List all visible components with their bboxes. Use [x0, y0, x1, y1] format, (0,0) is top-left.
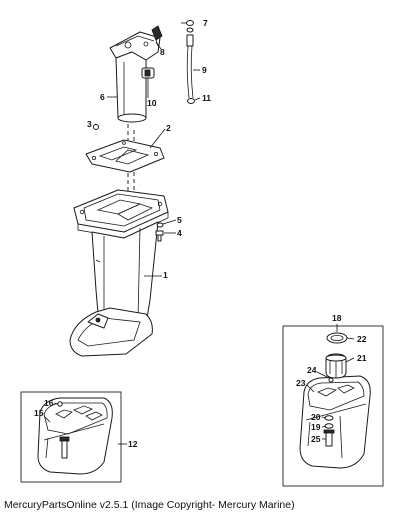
washer-part	[156, 222, 164, 228]
callout-6: 6	[100, 92, 105, 102]
bolt-part	[155, 230, 164, 242]
callout-21: 21	[357, 353, 367, 363]
seal-ring-part	[326, 332, 348, 344]
callout-16: 16	[44, 398, 54, 408]
callout-10: 10	[147, 98, 157, 108]
inset-18-box	[282, 325, 384, 487]
callout-22: 22	[357, 334, 367, 344]
callout-24: 24	[307, 365, 317, 375]
callout-12: 12	[128, 439, 138, 449]
callout-18: 18	[332, 313, 342, 323]
callout-3: 3	[87, 119, 92, 129]
dowel-pin-part	[93, 124, 99, 130]
inset-18-housing-part	[299, 375, 371, 469]
leader-lines	[43, 22, 355, 445]
callout-2: 2	[166, 123, 171, 133]
callout-5: 5	[177, 215, 182, 225]
inset-12-housing-part	[37, 397, 113, 475]
callout-8: 8	[160, 47, 165, 57]
driveshaft-housing-part	[69, 189, 169, 357]
callout-23: 23	[296, 378, 306, 388]
exhaust-tube-part	[109, 31, 161, 123]
callout-4: 4	[177, 228, 182, 238]
image-caption: MercuryPartsOnline v2.5.1 (Image Copyrig…	[4, 499, 295, 511]
callout-20: 20	[311, 412, 321, 422]
callout-7: 7	[203, 18, 208, 28]
callout-15: 15	[34, 408, 44, 418]
inset-12-box	[20, 391, 122, 483]
water-tube-part	[186, 20, 195, 104]
callout-19: 19	[311, 422, 321, 432]
callout-25: 25	[311, 434, 321, 444]
gasket-part	[85, 139, 165, 173]
callout-11: 11	[202, 93, 211, 103]
callout-9: 9	[202, 65, 207, 75]
water-pump-base-part	[325, 353, 347, 379]
callout-1: 1	[163, 270, 168, 280]
grommet-part	[141, 67, 155, 79]
